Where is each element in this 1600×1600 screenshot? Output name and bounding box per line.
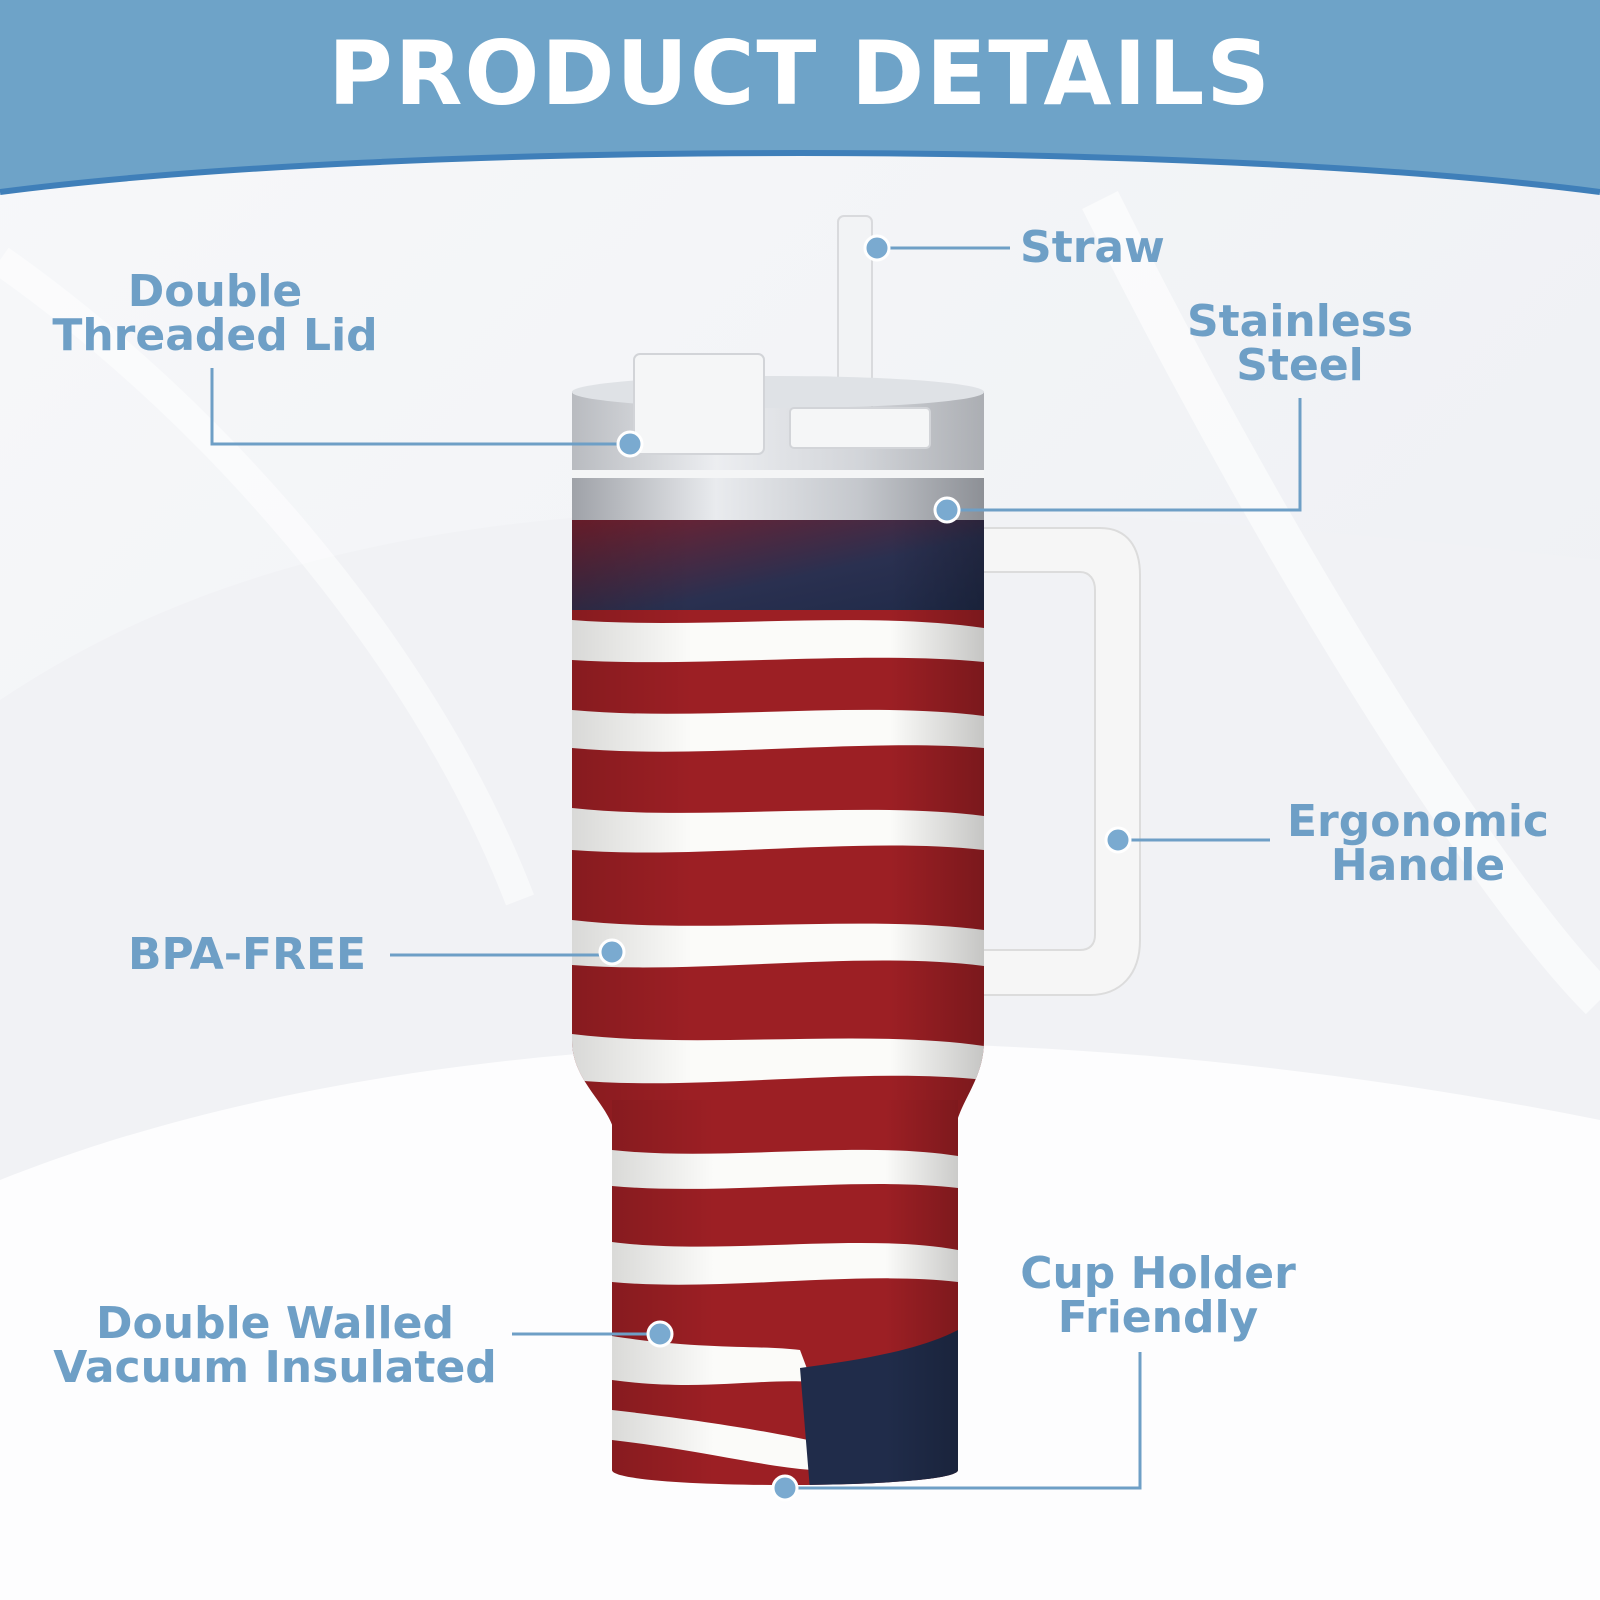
label-double-threaded-lid: Double Threaded Lid [52,266,378,361]
header-banner [0,0,1600,195]
handle-shape [974,527,1141,996]
label-bpa-free: BPA-FREE [128,929,367,980]
page-title: PRODUCT DETAILS [328,22,1272,125]
label-straw: Straw [1020,222,1165,273]
insulated-marker-dot [646,1320,674,1348]
cupholder-marker-dot [771,1474,799,1502]
steel-marker-dot [933,496,961,524]
label-ergonomic-handle: Ergonomic Handle [1286,796,1550,891]
label-double-walled: Double Walled Vacuum Insulated [53,1298,497,1393]
handle-marker-dot [1104,826,1132,854]
bpa-marker-dot [598,938,626,966]
label-cup-holder-friendly: Cup Holder Friendly [1020,1248,1296,1343]
straw-marker-dot [863,234,891,262]
lid-marker-dot [616,430,644,458]
label-stainless-steel: Stainless Steel [1186,296,1414,391]
